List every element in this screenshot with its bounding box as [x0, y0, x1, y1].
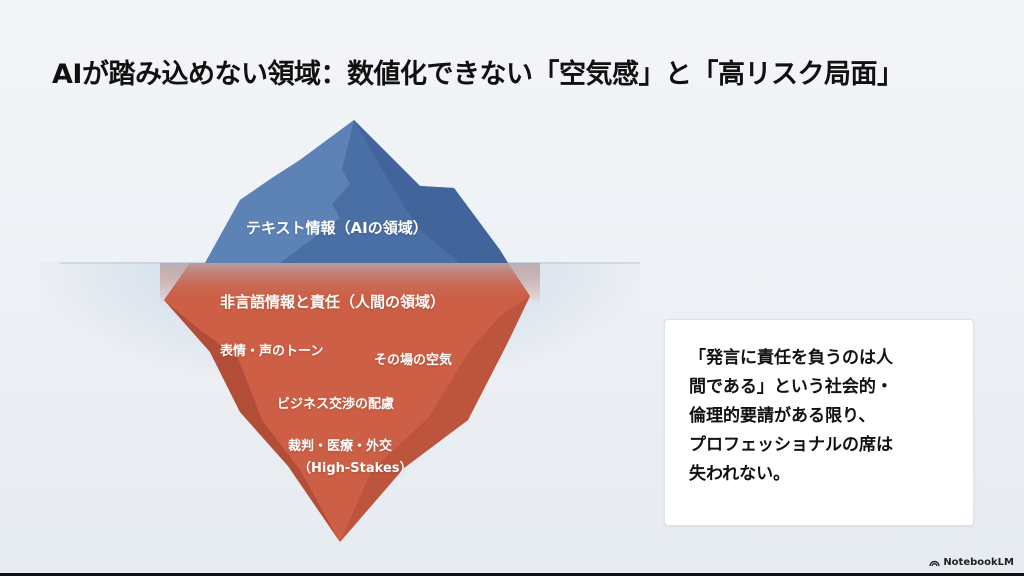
brand-label: NotebookLM — [943, 557, 1014, 568]
quote-line: 倫理的要請がある限り、 — [689, 406, 876, 426]
iceberg-underwater — [160, 263, 540, 542]
slide-title: AIが踏み込めない領域：数値化できない「空気感」と「高リスク局面」 — [52, 59, 904, 90]
item-business-negotiation: ビジネス交渉の配慮 — [277, 397, 395, 412]
quote-line: 失われない。 — [689, 464, 791, 484]
quote-text: 「発言に責任を負うのは人 間である」という社会的・ 倫理的要請がある限り、 プロ… — [689, 344, 959, 489]
human-domain-heading: 非言語情報と責任（人間の領域） — [220, 293, 446, 311]
item-atmosphere: その場の空気 — [374, 353, 453, 368]
quote-line: 「発言に責任を負うのは人 — [689, 348, 893, 368]
item-expression-tone: 表情・声のトーン — [220, 344, 324, 359]
item-high-stakes: 裁判・医療・外交 — [288, 439, 393, 454]
iceberg-tip — [205, 120, 508, 263]
quote-card: 「発言に責任を負うのは人 間である」という社会的・ 倫理的要請がある限り、 プロ… — [664, 319, 974, 526]
ai-domain-label: テキスト情報（AIの領域） — [246, 219, 428, 237]
quote-line: プロフェッショナルの席は — [689, 435, 893, 455]
quote-line: 間である」という社会的・ — [689, 377, 893, 397]
bottom-bar — [0, 573, 1024, 576]
notebooklm-logo-icon — [929, 560, 941, 567]
item-high-stakes-en: （High-Stakes） — [298, 461, 413, 476]
notebooklm-brand: NotebookLM — [929, 557, 1014, 568]
